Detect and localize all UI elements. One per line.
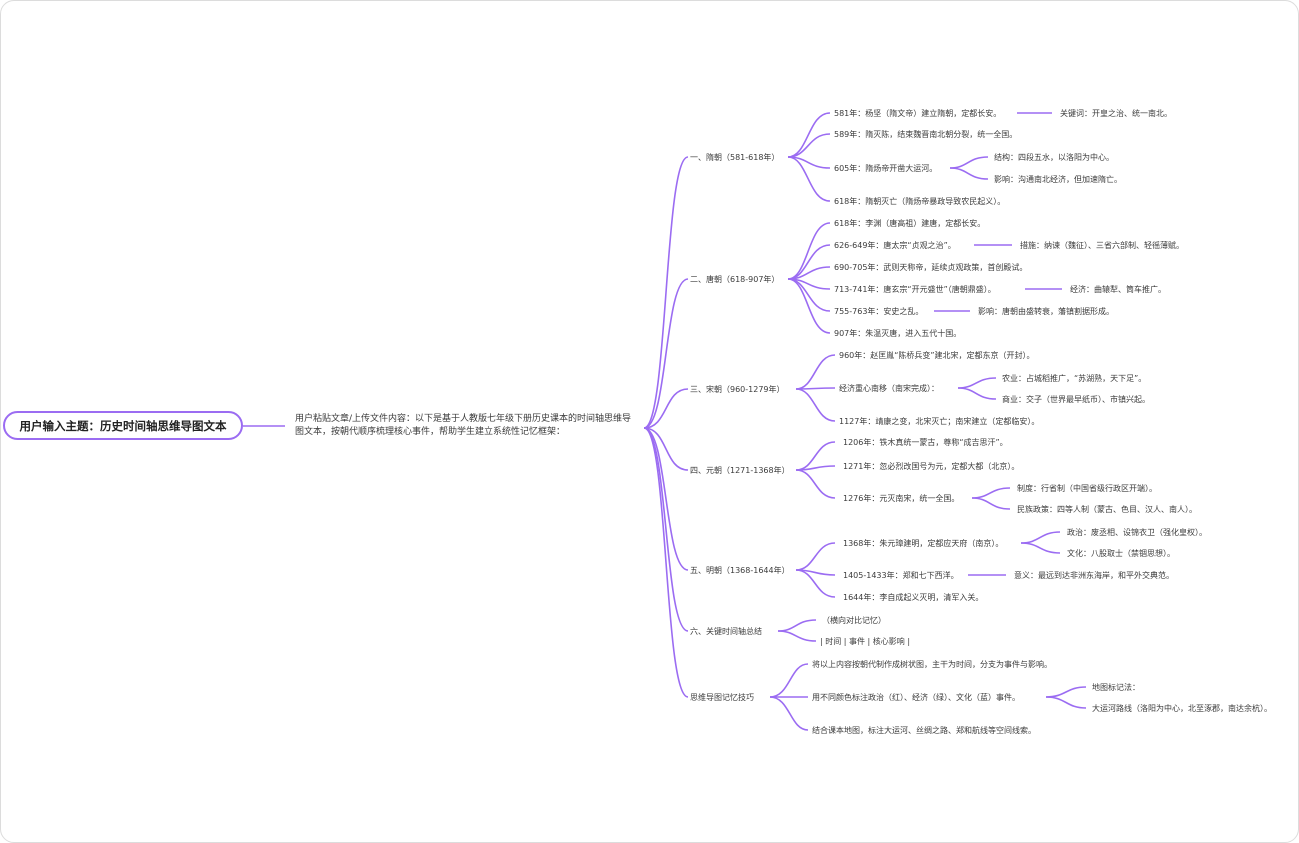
section-sui[interactable]: 一、隋朝（581-618年） bbox=[690, 153, 780, 162]
sui-item-618[interactable]: 618年：隋朝灭亡（隋炀帝暴政导致农民起义）。 bbox=[834, 197, 1006, 206]
ming-item-1368[interactable]: 1368年：朱元璋建明，定都应天府（南京）。 bbox=[843, 539, 1004, 548]
sui-item-605-impact[interactable]: 影响：沟通南北经济，但加速隋亡。 bbox=[994, 175, 1122, 184]
tips-item-tree[interactable]: 将以上内容按朝代制作成树状图，主干为时间，分支为事件与影响。 bbox=[812, 660, 1052, 669]
section-tang[interactable]: 二、唐朝（618-907年） bbox=[690, 275, 780, 284]
tang-item-626-note[interactable]: 措施：纳谏（魏征）、三省六部制、轻徭薄赋。 bbox=[1020, 241, 1184, 250]
tips-item-map-marking[interactable]: 地图标记法： bbox=[1092, 683, 1140, 692]
song-item-commerce[interactable]: 商业：交子（世界最早纸币）、市镇兴起。 bbox=[1002, 395, 1150, 404]
tang-item-690[interactable]: 690-705年：武则天称帝，延续贞观政策，首创殿试。 bbox=[834, 263, 1028, 272]
tang-item-755-note[interactable]: 影响：唐朝由盛转衰，藩镇割据形成。 bbox=[978, 307, 1114, 316]
yuan-item-1206[interactable]: 1206年：铁木真统一蒙古，尊称“成吉思汗”。 bbox=[843, 438, 1008, 447]
summary-item-compare[interactable]: （横向对比记忆） bbox=[822, 616, 886, 625]
ming-item-1405-note[interactable]: 意义：最远到达非洲东海岸，和平外交典范。 bbox=[1014, 571, 1174, 580]
ming-item-1405[interactable]: 1405-1433年：郑和七下西洋。 bbox=[843, 571, 959, 580]
tang-item-618[interactable]: 618年：李渊（唐高祖）建唐，定都长安。 bbox=[834, 219, 986, 228]
section-summary[interactable]: 六、关键时间轴总结 bbox=[690, 627, 762, 636]
tang-item-755[interactable]: 755-763年：安史之乱。 bbox=[834, 307, 924, 316]
tang-item-626[interactable]: 626-649年：唐太宗“贞观之治”。 bbox=[834, 241, 956, 250]
intro-node[interactable]: 用户粘贴文章/上传文件内容：以下是基于人教版七年级下册历史课本的时间轴思维导图文… bbox=[295, 414, 632, 437]
song-item-1127[interactable]: 1127年：靖康之变，北宋灭亡；南宋建立（定都临安）。 bbox=[839, 417, 1040, 426]
song-item-agriculture[interactable]: 农业：占城稻推广，“苏湖熟，天下足”。 bbox=[1002, 374, 1147, 383]
yuan-item-ethnic-policy[interactable]: 民族政策：四等人制（蒙古、色目、汉人、南人）。 bbox=[1017, 505, 1197, 514]
ming-item-politics[interactable]: 政治：废丞相、设锦衣卫（强化皇权）。 bbox=[1067, 528, 1207, 537]
section-yuan[interactable]: 四、元朝（1271-1368年） bbox=[690, 466, 790, 475]
section-tips[interactable]: 思维导图记忆技巧 bbox=[690, 693, 754, 702]
summary-item-table-header[interactable]: | 时间 | 事件 | 核心影响 | bbox=[820, 637, 911, 646]
song-item-960[interactable]: 960年：赵匡胤“陈桥兵变”建北宋，定都东京（开封）。 bbox=[839, 351, 1035, 360]
section-song[interactable]: 三、宋朝（960-1279年） bbox=[690, 385, 785, 394]
tips-item-map-lines[interactable]: 结合课本地图，标注大运河、丝绸之路、郑和航线等空间线索。 bbox=[812, 726, 1036, 735]
ming-item-culture[interactable]: 文化：八股取士（禁锢思想）。 bbox=[1067, 549, 1175, 558]
yuan-item-province-system[interactable]: 制度：行省制（中国省级行政区开端）。 bbox=[1017, 484, 1157, 493]
tips-item-canal-route[interactable]: 大运河路线（洛阳为中心，北至涿郡，南达余杭）。 bbox=[1092, 704, 1272, 713]
yuan-item-1276[interactable]: 1276年：元灭南宋，统一全国。 bbox=[843, 494, 960, 503]
ming-item-1644[interactable]: 1644年：李自成起义灭明，清军入关。 bbox=[843, 593, 984, 602]
root-node[interactable]: 用户输入主题：历史时间轴思维导图文本 bbox=[3, 411, 243, 440]
sui-item-605-structure[interactable]: 结构：四段五水，以洛阳为中心。 bbox=[994, 153, 1114, 162]
section-ming[interactable]: 五、明朝（1368-1644年） bbox=[690, 566, 790, 575]
sui-item-581-note[interactable]: 关键词：开皇之治、统一南北。 bbox=[1060, 109, 1172, 118]
yuan-item-1271[interactable]: 1271年：忽必烈改国号为元，定都大都（北京）。 bbox=[843, 462, 1020, 471]
tang-item-907[interactable]: 907年：朱温灭唐，进入五代十国。 bbox=[834, 329, 962, 338]
tips-item-colors[interactable]: 用不同颜色标注政治（红）、经济（绿）、文化（蓝）事件。 bbox=[812, 693, 1020, 702]
tang-item-713[interactable]: 713-741年：唐玄宗“开元盛世”（唐朝鼎盛）。 bbox=[834, 285, 996, 294]
sui-item-605[interactable]: 605年：隋炀帝开凿大运河。 bbox=[834, 164, 938, 173]
song-item-economy[interactable]: 经济重心南移（南宋完成）： bbox=[839, 384, 939, 393]
sui-item-581[interactable]: 581年：杨坚（隋文帝）建立隋朝，定都长安。 bbox=[834, 109, 1002, 118]
sui-item-589[interactable]: 589年：隋灭陈，结束魏晋南北朝分裂，统一全国。 bbox=[834, 130, 1018, 139]
tang-item-713-note[interactable]: 经济：曲辕犁、筒车推广。 bbox=[1070, 285, 1166, 294]
